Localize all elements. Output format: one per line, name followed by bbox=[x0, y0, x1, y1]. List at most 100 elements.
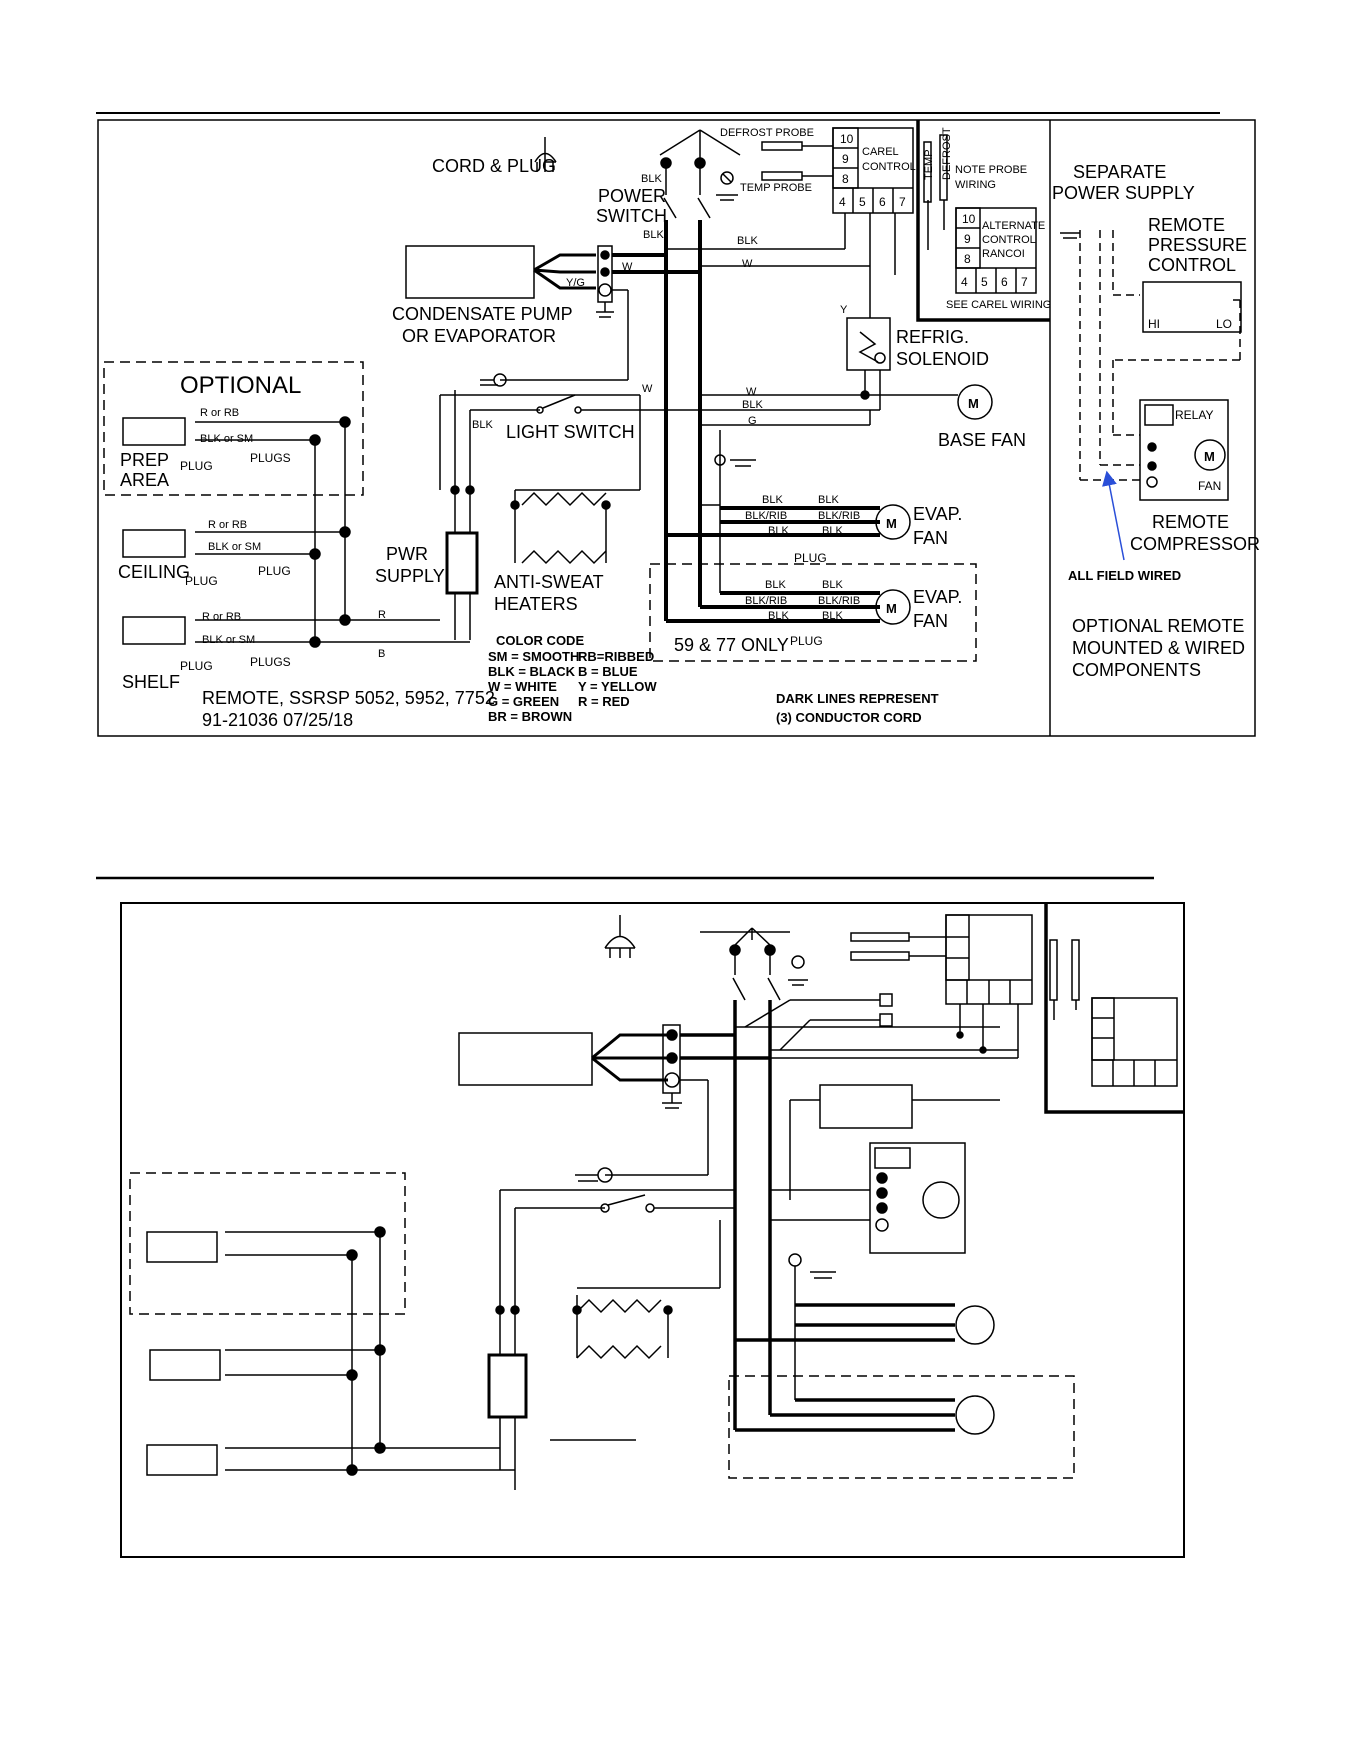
wire-blk-8: BLK bbox=[818, 494, 839, 506]
carel-terminal-7: 7 bbox=[899, 195, 906, 209]
wire-b: B bbox=[378, 648, 385, 660]
carel-terminal-8: 8 bbox=[842, 172, 849, 186]
label-fan: FAN bbox=[1198, 479, 1221, 493]
alt-terminal-6: 6 bbox=[1001, 275, 1008, 289]
label-condensate-2: OR EVAPORATOR bbox=[402, 326, 556, 346]
label-power-switch-1: POWER bbox=[598, 186, 666, 206]
label-defrost-vertical: DEFROST bbox=[941, 127, 953, 180]
model-label: REMOTE, SSRSP 5052, 5952, 7752 bbox=[202, 688, 495, 708]
alt-terminal-4: 4 bbox=[961, 275, 968, 289]
wire-blk-2: BLK bbox=[643, 229, 664, 241]
label-plug-evap1: PLUG bbox=[794, 551, 827, 565]
label-note-probe-2: WIRING bbox=[955, 179, 996, 191]
label-plug-2: PLUG bbox=[185, 574, 218, 588]
wire-blk-rib-4: BLK/RIB bbox=[818, 595, 860, 607]
label-plug-1: PLUG bbox=[180, 459, 213, 473]
label-prep-2: AREA bbox=[120, 470, 169, 490]
motor-evap-1: M bbox=[886, 516, 897, 531]
label-prep-1: PREP bbox=[120, 450, 169, 470]
wire-g: G bbox=[748, 415, 757, 427]
carel-terminal-6: 6 bbox=[879, 195, 886, 209]
label-base-fan: BASE FAN bbox=[938, 430, 1026, 450]
alt-terminal-7: 7 bbox=[1021, 275, 1028, 289]
label-alt-3: RANCOI bbox=[982, 248, 1025, 260]
color-code-left-3: G = GREEN bbox=[488, 694, 559, 709]
label-refrig-2: SOLENOID bbox=[896, 349, 989, 369]
remote-pc-1: REMOTE bbox=[1148, 215, 1225, 235]
motor-evap-2: M bbox=[886, 601, 897, 616]
carel-terminals: 10 9 8 4 5 6 7 10 9 8 4 5 6 7 bbox=[839, 132, 1028, 289]
wire-r-or-rb-2: R or RB bbox=[208, 519, 247, 531]
label-carel-1: CAREL bbox=[862, 146, 899, 158]
wire-blk-or-sm-3: BLK or SM bbox=[202, 634, 255, 646]
label-carel-2: CONTROL bbox=[862, 161, 916, 173]
opt-remote-3: COMPONENTS bbox=[1072, 660, 1201, 680]
wire-blk-rib-2: BLK/RIB bbox=[818, 510, 860, 522]
wire-blk-7: BLK bbox=[768, 525, 789, 537]
wire-blk-rib-3: BLK/RIB bbox=[745, 595, 787, 607]
wire-blk-3: BLK bbox=[737, 235, 758, 247]
motor-base-fan: M bbox=[968, 396, 979, 411]
label-power-switch-2: SWITCH bbox=[596, 206, 667, 226]
top-diagram-labels: CORD & PLUG POWER SWITCH CONDENSATE PUMP… bbox=[118, 127, 1260, 730]
label-lo: LO bbox=[1216, 317, 1232, 331]
label-evap-1a: EVAP. bbox=[913, 504, 962, 524]
bottom-diagram bbox=[96, 876, 1185, 1558]
all-field-wired: ALL FIELD WIRED bbox=[1068, 568, 1181, 583]
label-temp-vertical: TEMP bbox=[923, 149, 935, 180]
label-condensate-1: CONDENSATE PUMP bbox=[392, 304, 573, 324]
doc-number: 91-21036 07/25/18 bbox=[202, 710, 353, 730]
wire-r: R bbox=[378, 609, 386, 621]
label-light-switch: LIGHT SWITCH bbox=[506, 422, 635, 442]
color-code-title: COLOR CODE bbox=[496, 633, 584, 648]
label-defrost-probe: DEFROST PROBE bbox=[720, 127, 814, 139]
color-code-left-2: W = WHITE bbox=[488, 679, 557, 694]
wire-blk-10: BLK bbox=[765, 579, 786, 591]
label-hi: HI bbox=[1148, 317, 1160, 331]
label-anti-sweat-1: ANTI-SWEAT bbox=[494, 572, 604, 592]
carel-terminal-9: 9 bbox=[842, 152, 849, 166]
wire-blk-13: BLK bbox=[822, 610, 843, 622]
color-code: COLOR CODE SM = SMOOTH BLK = BLACK W = W… bbox=[488, 633, 657, 724]
wire-blk-5: BLK bbox=[472, 419, 493, 431]
label-see-carel: SEE CAREL WIRING bbox=[946, 299, 1051, 311]
wire-w-2: W bbox=[742, 258, 753, 270]
color-code-left-0: SM = SMOOTH bbox=[488, 649, 579, 664]
wire-labels: BLK BLK BLK W W Y/G W W BLK G BLK Y BLK … bbox=[200, 173, 860, 660]
label-temp-probe: TEMP PROBE bbox=[740, 182, 812, 194]
wire-r-or-rb-3: R or RB bbox=[202, 611, 241, 623]
carel-terminal-5: 5 bbox=[859, 195, 866, 209]
color-code-left-4: BR = BROWN bbox=[488, 709, 572, 724]
wire-blk-rib-1: BLK/RIB bbox=[745, 510, 787, 522]
wire-w-4: W bbox=[746, 386, 757, 398]
wire-blk-1: BLK bbox=[641, 173, 662, 185]
alt-terminal-10: 10 bbox=[962, 212, 976, 226]
alt-terminal-8: 8 bbox=[964, 252, 971, 266]
label-plug-3: PLUG bbox=[258, 564, 291, 578]
separate-2: POWER SUPPLY bbox=[1052, 183, 1195, 203]
color-code-right-1: B = BLUE bbox=[578, 664, 638, 679]
label-refrig-1: REFRIG. bbox=[896, 327, 969, 347]
label-cord-plug: CORD & PLUG bbox=[432, 156, 556, 176]
label-evap-2a: EVAP. bbox=[913, 587, 962, 607]
label-shelf: SHELF bbox=[122, 672, 180, 692]
alt-terminal-9: 9 bbox=[964, 232, 971, 246]
dark-lines-1: DARK LINES REPRESENT bbox=[776, 691, 939, 706]
label-anti-sweat-2: HEATERS bbox=[494, 594, 578, 614]
label-ceiling: CEILING bbox=[118, 562, 190, 582]
remote-pc-3: CONTROL bbox=[1148, 255, 1236, 275]
carel-terminal-4: 4 bbox=[839, 195, 846, 209]
color-code-left-1: BLK = BLACK bbox=[488, 664, 576, 679]
carel-terminal-10: 10 bbox=[840, 132, 854, 146]
alt-terminal-5: 5 bbox=[981, 275, 988, 289]
label-note-probe-1: NOTE PROBE bbox=[955, 164, 1027, 176]
label-plug-4: PLUG bbox=[180, 659, 213, 673]
dark-lines-2: (3) CONDUCTOR CORD bbox=[776, 710, 922, 725]
label-pwr-2: SUPPLY bbox=[375, 566, 445, 586]
label-alt-2: CONTROL bbox=[982, 234, 1036, 246]
wire-blk-6: BLK bbox=[762, 494, 783, 506]
wire-yg: Y/G bbox=[566, 277, 585, 289]
label-59-77: 59 & 77 ONLY bbox=[674, 635, 789, 655]
label-plug-evap2: PLUG bbox=[790, 634, 823, 648]
